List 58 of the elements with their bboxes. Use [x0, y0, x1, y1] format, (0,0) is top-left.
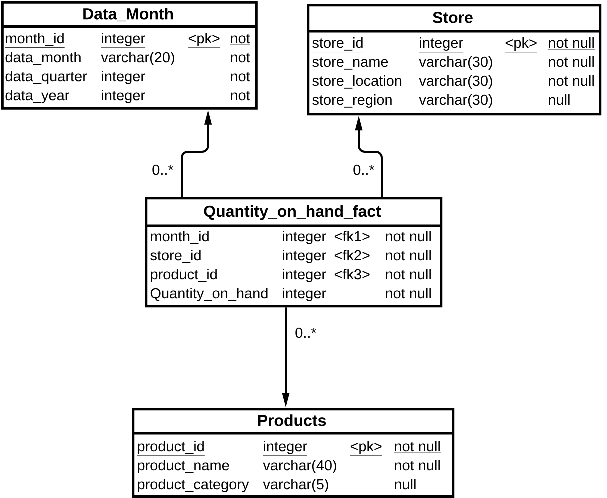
data-type: integer [102, 90, 146, 104]
null-constraint: not [231, 72, 250, 82]
null-constraint: not null [395, 460, 440, 471]
null-constraint: not [231, 91, 250, 101]
field-name: product_name [138, 460, 230, 474]
key-label: <pk> [505, 38, 538, 53]
null-constraint: not [231, 53, 250, 63]
field-name: store_id [312, 38, 364, 52]
data-type: varchar(40) [263, 460, 336, 474]
field-name: data_year [6, 90, 70, 104]
data-type: integer [263, 441, 308, 456]
key-label: <pk> [350, 441, 383, 456]
multiplicity-label: 0..* [296, 328, 317, 338]
null-constraint: not null [386, 288, 431, 299]
null-constraint: null [549, 94, 570, 106]
data-type: varchar(30) [419, 76, 492, 89]
entity-title: Quantity_on_hand_fact [204, 205, 382, 220]
field-name: store_location [312, 76, 402, 89]
data-type: integer [102, 71, 146, 84]
entity-title: Products [258, 414, 326, 426]
field-name: data_quarter [6, 71, 88, 84]
field-name: product_id [137, 441, 206, 456]
field-name: data_month [6, 52, 81, 66]
multiplicity-label: 0..* [354, 164, 375, 176]
null-constraint: not null [386, 231, 431, 242]
null-constraint: not null [386, 269, 431, 280]
field-name: store_region [312, 94, 392, 108]
data-type: varchar(20) [101, 52, 174, 66]
key-label: <fk2> [334, 250, 370, 260]
null-constraint: not [230, 34, 251, 46]
null-constraint: not null [549, 76, 594, 86]
data-type: integer [283, 269, 326, 282]
null-constraint: not null [394, 441, 442, 454]
data-type: integer [419, 38, 464, 53]
key-label: <fk3> [334, 269, 370, 280]
entity-title: Data_Month [84, 8, 174, 22]
data-type: varchar(30) [419, 56, 492, 70]
data-type: integer [283, 231, 326, 244]
data-type: varchar(5) [263, 479, 328, 492]
field-name: store_name [312, 58, 388, 70]
data-type: integer [283, 288, 326, 302]
multiplicity-label: 0..* [152, 164, 174, 176]
null-constraint: not null [549, 56, 594, 68]
null-constraint: not null [386, 250, 431, 261]
field-name: month_id [151, 231, 209, 244]
field-name: product_id [151, 269, 217, 282]
key-label: <fk1> [334, 231, 370, 242]
data-type: integer [283, 250, 326, 264]
data-type: varchar(30) [419, 94, 492, 108]
field-name: product_category [138, 479, 250, 492]
entity-title: Store [433, 12, 473, 24]
field-name: month_id [5, 33, 66, 48]
null-constraint: not null [548, 38, 596, 50]
data-type: integer [101, 33, 146, 48]
key-label: <pk> [188, 33, 221, 48]
field-name: store_id [150, 250, 201, 264]
null-constraint: null [395, 479, 416, 490]
field-name: Quantity_on_hand [150, 288, 268, 302]
